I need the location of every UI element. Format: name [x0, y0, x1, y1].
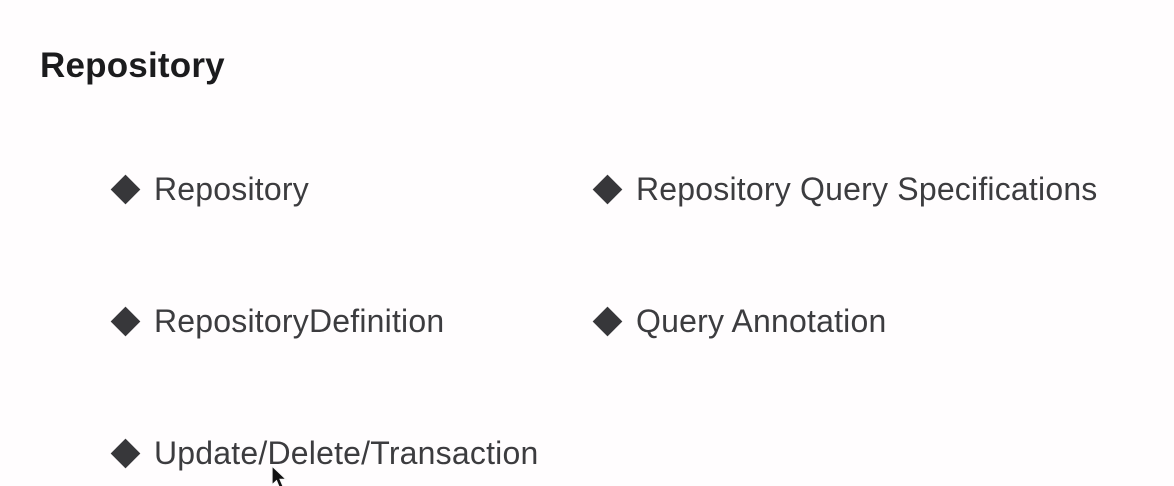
- diamond-bullet-icon: [592, 306, 623, 336]
- diamond-bullet-icon: [110, 306, 141, 336]
- bullet-label: RepositoryDefinition: [154, 302, 445, 339]
- bullet-item-repository-query-specifications: Repository Query Specifications: [592, 167, 1098, 211]
- diamond-bullet-icon: [110, 174, 141, 204]
- diamond-bullet-icon: [110, 438, 141, 468]
- bullet-item-repositorydefinition: RepositoryDefinition: [110, 299, 444, 343]
- bullet-label: Repository Query Specifications: [636, 170, 1098, 207]
- bullet-item-repository: Repository: [110, 167, 309, 211]
- bullet-label: Repository: [154, 170, 309, 207]
- slide-title: Repository: [40, 46, 225, 85]
- diamond-bullet-icon: [592, 174, 623, 204]
- bullet-item-query-annotation: Query Annotation: [592, 299, 886, 343]
- bullet-label: Query Annotation: [636, 302, 887, 339]
- bullet-label: Update/Delete/Transaction: [154, 434, 539, 471]
- bullet-item-update-delete-transaction: Update/Delete/Transaction: [110, 431, 538, 475]
